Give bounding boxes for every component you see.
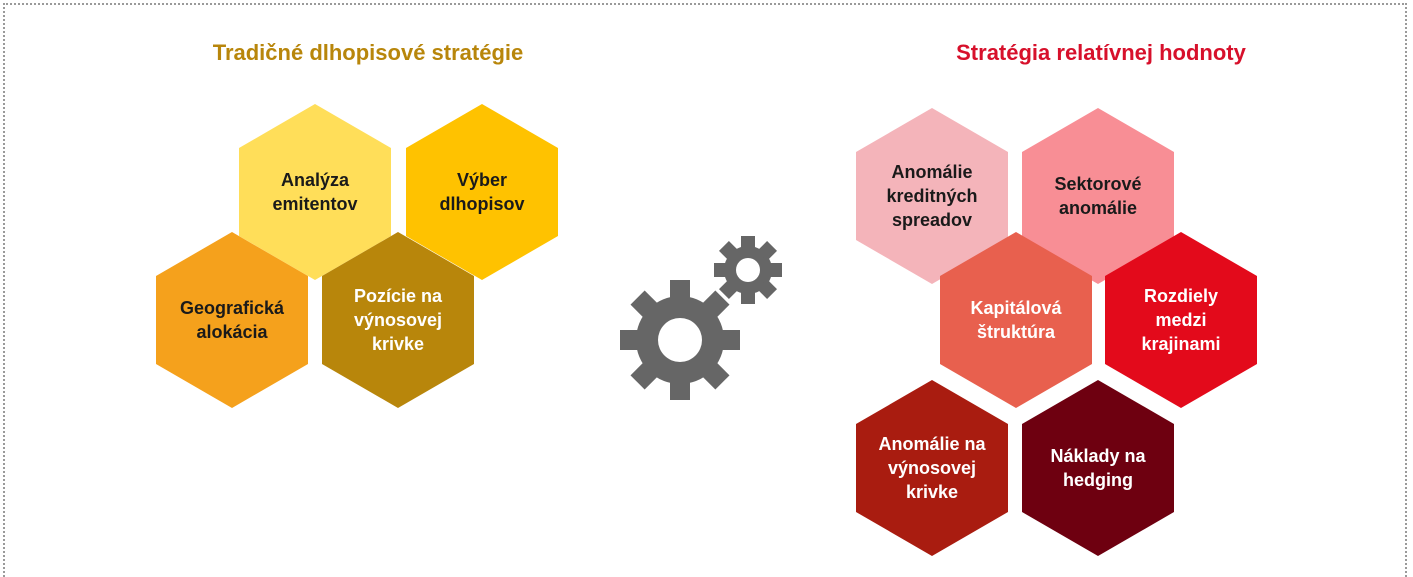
hex-label: Sektorové anomálie	[1054, 174, 1142, 218]
hex-issuer-analysis: Analýza emitentov	[239, 104, 391, 280]
right-group-title: Stratégia relatívnej hodnoty	[956, 40, 1246, 65]
large-gear-icon	[620, 280, 740, 400]
hex-label: Geografická alokácia	[179, 298, 285, 342]
hex-label: Rozdiely medzi krajinami	[1141, 286, 1221, 354]
hex-country-differences: Rozdiely medzi krajinami	[1105, 232, 1257, 408]
hex-label: Anomálie kreditných spreadov	[886, 162, 978, 230]
hex-label: Výber dlhopisov	[439, 170, 525, 214]
hex-label: Analýza emitentov	[272, 170, 358, 214]
hex-label: Anomálie na výnosovej krivke	[878, 434, 986, 502]
hex-yield-curve-positions: Pozície na výnosovej krivke	[322, 232, 474, 408]
hex-label: Pozície na výnosovej krivke	[353, 286, 443, 354]
gears-icon	[620, 236, 782, 400]
small-gear-icon	[714, 236, 782, 304]
hex-geographic-allocation: Geografická alokácia	[156, 232, 308, 408]
diagram-frame	[3, 3, 1407, 577]
hex-hedging-costs: Náklady na hedging	[1022, 380, 1174, 556]
hex-label: Kapitálová štruktúra	[970, 298, 1062, 342]
hex-label: Náklady na hedging	[1050, 446, 1146, 490]
left-group-title: Tradičné dlhopisové stratégie	[212, 40, 524, 65]
